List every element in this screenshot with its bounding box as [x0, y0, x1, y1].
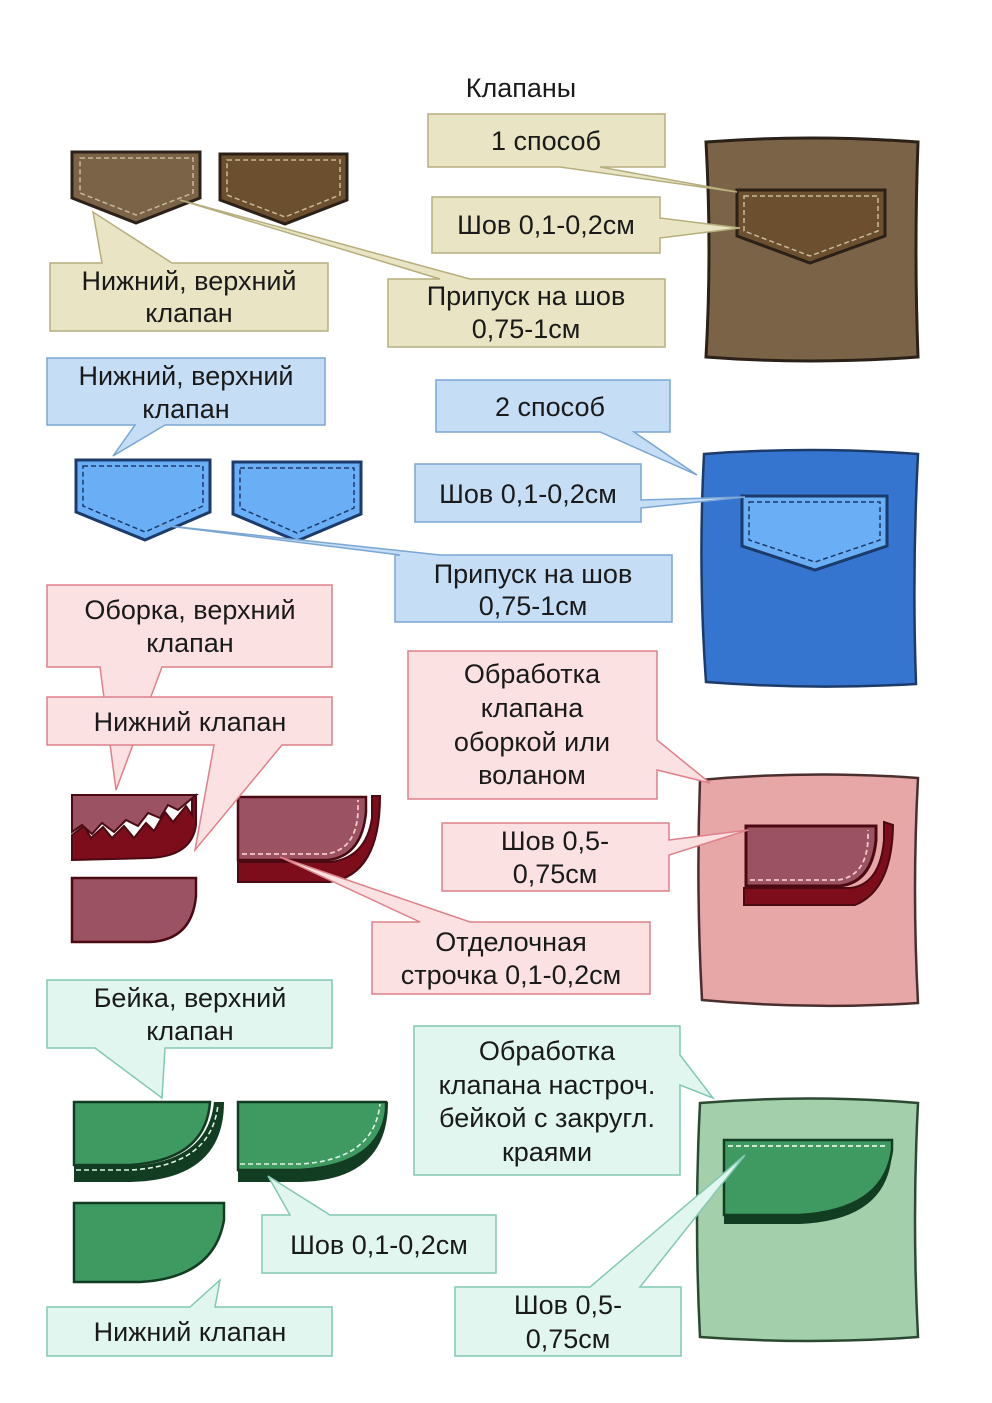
label-ruffle-seam-line-1: Шов 0,5- — [501, 826, 609, 856]
label-binding-top-line-2: клапан — [146, 1016, 233, 1046]
label-ruffle-process-line-2: клапана — [481, 693, 584, 723]
blue-pocket-flap — [740, 494, 889, 572]
label-binding-seam-2-line-2: 0,75см — [526, 1324, 611, 1354]
label-method-2: 2 способ — [495, 392, 605, 422]
green-flap-binding — [74, 1102, 224, 1182]
section-ruffle: Оборка, верхний клапан Нижний клапан Обр… — [46, 584, 920, 1008]
blue-flap-upper — [231, 460, 363, 543]
label-binding-process-line-3: бейкой с закругл. — [439, 1103, 655, 1133]
brown-flap-lower-stitch — [79, 157, 194, 216]
blue-flap-lower-stitch — [82, 465, 204, 533]
label-ruffle-process-line-4: воланом — [478, 760, 586, 790]
blue-pocket-flap-stitch — [748, 501, 881, 563]
callout-blue-allowance — [159, 524, 673, 623]
label-ruffle-stitch-line-2: строчка 0,1-0,2см — [401, 960, 621, 990]
callout-brown-flap — [49, 210, 329, 332]
label-binding-top-line-1: Бейка, верхний — [94, 983, 287, 1013]
label-ruffle-lower: Нижний клапан — [94, 707, 287, 737]
callout-ruffle-stitch — [279, 856, 651, 995]
red-flap-ruffled — [236, 795, 368, 862]
callout-binding-seam-2 — [454, 1154, 746, 1357]
label-binding-process-line-2: клапана настроч. — [439, 1070, 656, 1100]
label-ruffle-process-line-1: Обработка — [464, 659, 601, 689]
label-brown-allowance-line-2: 0,75-1см — [472, 314, 581, 344]
callout-binding-process — [413, 1025, 716, 1176]
callout-blue-flap — [46, 357, 326, 457]
label-brown-allowance-line-1: Припуск на шов — [427, 281, 626, 311]
label-binding-seam-2-line-1: Шов 0,5- — [514, 1290, 622, 1320]
section-method-2: Нижний, верхний клапан 2 способ Шов 0,1-… — [46, 357, 920, 688]
callout-blue-seam — [414, 463, 746, 523]
blue-flap-upper-stitch — [239, 467, 355, 534]
label-brown-flap-line-2: клапан — [145, 298, 232, 328]
green-flap-lower — [72, 1201, 226, 1284]
red-flap-ruffled-stitch — [242, 800, 359, 855]
label-ruffle-stitch-line-1: Отделочная — [435, 927, 586, 957]
callout-binding-seam — [261, 1175, 497, 1274]
callout-ruffle-process — [407, 650, 711, 800]
label-binding-process-line-1: Обработка — [479, 1036, 616, 1066]
label-blue-allowance-line-1: Припуск на шов — [434, 559, 633, 589]
callout-method-2 — [435, 379, 698, 476]
section-method-1: 1 способ Шов 0,1-0,2см Нижний, верхний к… — [49, 113, 920, 363]
callout-ruffle-seam — [441, 822, 749, 892]
label-brown-seam: Шов 0,1-0,2см — [457, 210, 635, 240]
blue-flap-lower — [74, 458, 212, 542]
callout-brown-seam — [431, 196, 741, 254]
label-blue-flap-line-2: клапан — [142, 394, 229, 424]
diagram-title: Клапаны — [466, 73, 576, 103]
green-flap-upper — [72, 1100, 212, 1167]
green-flap-binding-2 — [238, 1102, 388, 1182]
label-brown-flap-line-1: Нижний, верхний — [81, 266, 296, 296]
red-pocket-flap — [744, 824, 878, 888]
label-method-1: 1 способ — [491, 126, 601, 156]
label-binding-seam: Шов 0,1-0,2см — [290, 1230, 468, 1260]
label-ruffle-seam-line-2: 0,75см — [513, 859, 598, 889]
callout-method-1 — [427, 113, 738, 193]
green-flap-upper-stitch — [76, 1103, 219, 1171]
green-flap-second-stitch — [240, 1103, 381, 1165]
callout-binding-top — [46, 979, 333, 1100]
label-binding-process-line-4: краями — [502, 1137, 592, 1167]
brown-flap-upper-stitch — [226, 159, 341, 218]
brown-flap-lower — [70, 150, 202, 225]
red-flap-ruffle-edge — [237, 795, 382, 883]
red-pocket-ruffle — [743, 820, 895, 906]
label-ruffle-top-line-2: клапан — [146, 628, 233, 658]
callout-brown-allowance — [179, 199, 666, 348]
label-binding-lower: Нижний клапан — [94, 1317, 287, 1347]
green-pocket-flap — [722, 1138, 894, 1217]
red-flap-upper — [71, 794, 199, 836]
green-flap-second — [236, 1100, 388, 1172]
red-pocket-flap-stitch — [750, 830, 869, 881]
label-ruffle-process-line-3: оборкой или — [454, 727, 610, 757]
callout-binding-lower — [46, 1277, 333, 1357]
red-flap-lower — [70, 876, 198, 944]
section-binding: Бейка, верхний клапан Обработка клапана … — [46, 979, 920, 1357]
label-ruffle-top-line-1: Оборка, верхний — [84, 595, 295, 625]
label-blue-seam: Шов 0,1-0,2см — [439, 479, 617, 509]
brown-flap-upper — [218, 152, 349, 226]
callout-ruffle-lower — [46, 696, 333, 853]
label-blue-flap-line-1: Нижний, верхний — [78, 361, 293, 391]
label-blue-allowance-line-2: 0,75-1см — [479, 591, 588, 621]
